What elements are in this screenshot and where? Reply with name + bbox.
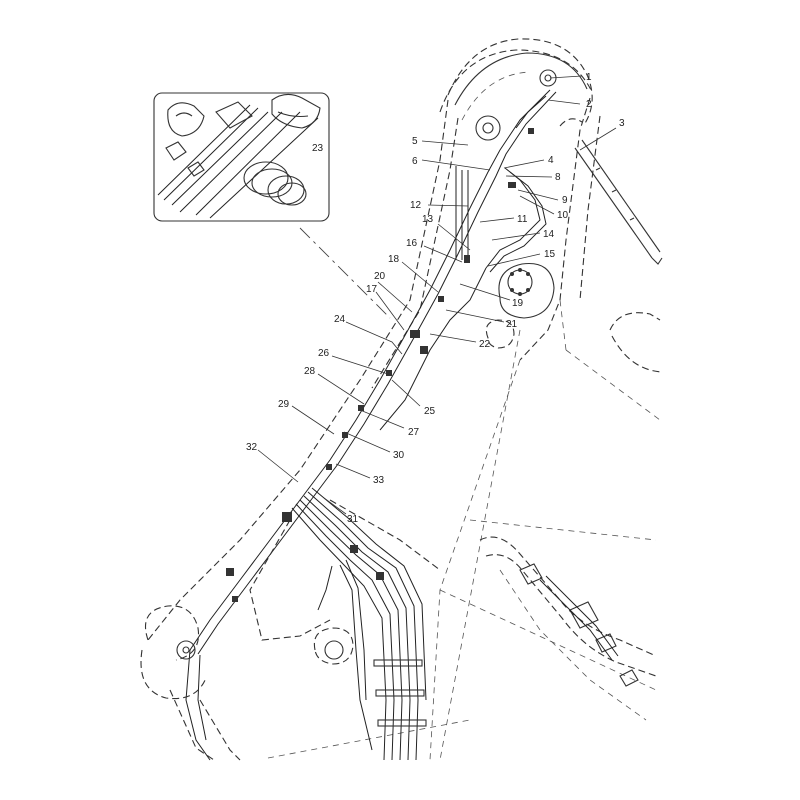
inset-hose-bundle bbox=[157, 104, 319, 219]
callout-20: 20 bbox=[374, 271, 386, 282]
callout-6: 6 bbox=[412, 156, 418, 167]
callout-22: 22 bbox=[479, 339, 491, 350]
callout-18: 18 bbox=[388, 254, 400, 265]
callout-28: 28 bbox=[304, 366, 316, 377]
lower-hose-fan bbox=[249, 487, 441, 761]
boom-mid-pin bbox=[485, 262, 555, 349]
inset-reference-line bbox=[299, 227, 391, 319]
callout-8: 8 bbox=[555, 172, 561, 183]
callout-13: 13 bbox=[422, 214, 434, 225]
inset-clamp-blocks bbox=[165, 93, 321, 177]
callout-27: 27 bbox=[408, 427, 420, 438]
callout-3: 3 bbox=[619, 118, 625, 129]
callout-5: 5 bbox=[412, 136, 418, 147]
callout-23: 23 bbox=[312, 143, 324, 154]
callout-19: 19 bbox=[512, 298, 524, 309]
callout-33: 33 bbox=[373, 475, 385, 486]
callout-4: 4 bbox=[548, 155, 554, 166]
callout-16: 16 bbox=[406, 238, 418, 249]
right-oval-outline bbox=[609, 312, 663, 373]
callout-15: 15 bbox=[544, 249, 556, 260]
arm-cylinder bbox=[574, 139, 663, 265]
boom-outline bbox=[147, 97, 661, 761]
callout-29: 29 bbox=[278, 399, 290, 410]
callout-labels: 1 2 3 4 5 6 8 9 10 11 12 13 14 15 16 17 … bbox=[246, 72, 625, 525]
inset-part-23 bbox=[243, 161, 307, 206]
callout-32: 32 bbox=[246, 442, 258, 453]
callout-10: 10 bbox=[557, 210, 569, 221]
callout-21: 21 bbox=[506, 319, 518, 330]
callout-17: 17 bbox=[366, 284, 378, 295]
callout-24: 24 bbox=[334, 314, 346, 325]
callout-26: 26 bbox=[318, 348, 330, 359]
callout-9: 9 bbox=[562, 195, 568, 206]
callout-2: 2 bbox=[586, 99, 592, 110]
callout-30: 30 bbox=[393, 450, 405, 461]
callout-1: 1 bbox=[586, 72, 592, 83]
hose-clamps bbox=[226, 128, 534, 602]
callout-11: 11 bbox=[517, 214, 528, 225]
leader-lines bbox=[257, 75, 617, 515]
boom-top-housing bbox=[439, 38, 593, 141]
callout-12: 12 bbox=[410, 200, 422, 211]
callout-25: 25 bbox=[424, 406, 436, 417]
callout-14: 14 bbox=[543, 229, 555, 240]
boom-foot-pin bbox=[140, 605, 354, 761]
callout-31: 31 bbox=[347, 514, 359, 525]
detail-inset bbox=[153, 92, 330, 222]
right-lower-assembly bbox=[479, 536, 657, 721]
main-hose-bundle bbox=[185, 89, 557, 761]
